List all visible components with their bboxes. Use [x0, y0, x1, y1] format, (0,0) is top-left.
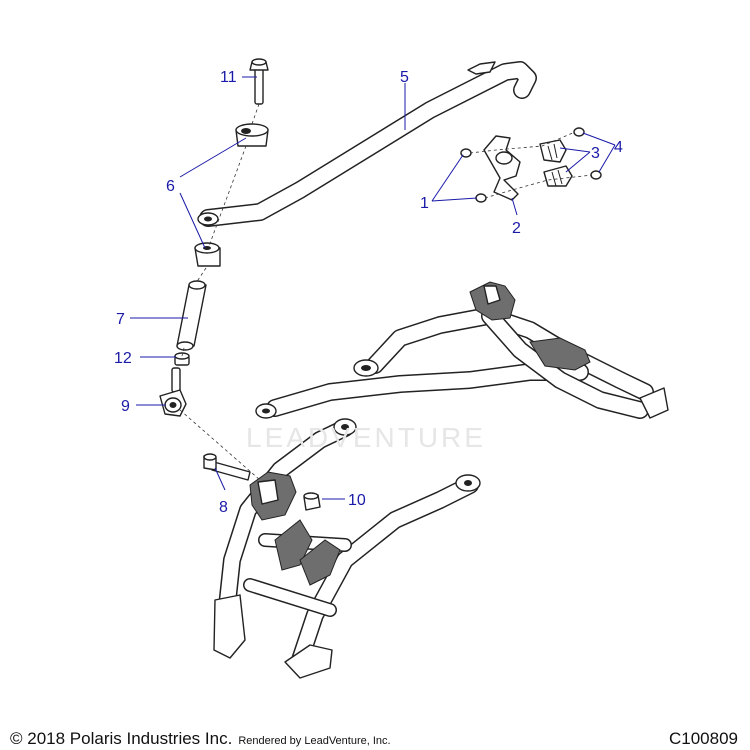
- stabilizer-bar: [197, 61, 537, 227]
- callout-1: 1: [420, 195, 429, 212]
- callout-10: 10: [348, 492, 366, 509]
- callout-12: 12: [114, 350, 132, 367]
- nut-10: [303, 492, 321, 511]
- copyright-text: © 2018 Polaris Industries Inc.: [10, 729, 233, 748]
- figure-code: C100809: [668, 729, 738, 748]
- callout-5: 5: [400, 69, 409, 86]
- clamp-assembly: [460, 127, 602, 203]
- callout-11: 11: [220, 69, 237, 86]
- watermark: LEADVENTURE: [246, 422, 486, 453]
- bushing-6-lower: [194, 242, 221, 267]
- bolt-11: [249, 58, 269, 105]
- callout-2: 2: [512, 220, 521, 237]
- callout-9: 9: [121, 398, 130, 415]
- callout-labels: 1 2 3 4 5 6 7 8 9 10 11 12: [114, 69, 623, 516]
- upper-control-arm: [255, 281, 669, 419]
- footer-copyright-block: © 2018 Polaris Industries Inc. Rendered b…: [10, 729, 391, 749]
- end-link-9: [159, 367, 187, 417]
- callout-7: 7: [116, 311, 125, 328]
- leader-lines: [130, 76, 616, 500]
- callout-3: 3: [591, 145, 600, 162]
- spacer-tube-7: [176, 280, 207, 351]
- lower-control-arm: [213, 418, 481, 679]
- callout-6: 6: [166, 178, 175, 195]
- rendered-by-text: Rendered by LeadVenture, Inc.: [238, 735, 391, 747]
- callout-4: 4: [614, 139, 623, 156]
- assembly-dashed-lines: [179, 103, 261, 481]
- bushing-6-upper: [235, 123, 269, 147]
- callout-8: 8: [219, 499, 228, 516]
- bolt-8: [203, 453, 251, 481]
